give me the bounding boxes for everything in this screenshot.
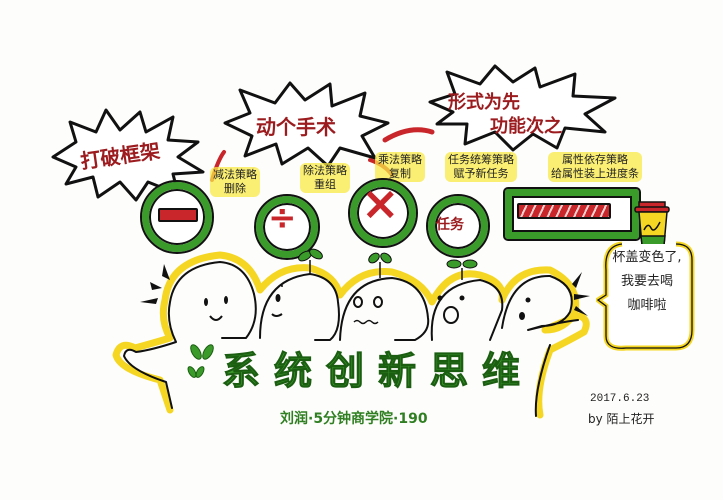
progress-bar-fill (517, 203, 611, 219)
multiply-icon: × (361, 176, 400, 230)
subtitle-credit: 刘润·5分钟商学院·190 (280, 411, 428, 427)
strategy-division-name: 除法策略 (303, 164, 347, 177)
divide-icon: ÷ (268, 198, 297, 238)
strategy-subtraction-label: 减法策略 删除 (210, 167, 260, 197)
date-text: 2017.6.23 (590, 393, 650, 405)
strategy-subtraction-name: 减法策略 (213, 168, 257, 181)
strategy-attribute-name: 属性依存策略 (562, 153, 628, 166)
strategy-subtraction-action: 删除 (224, 182, 246, 195)
minus-icon (158, 208, 198, 222)
speech-line-1: 杯盖变色了, (612, 250, 682, 265)
task-ring (426, 194, 490, 258)
author-signature: by 陌上花开 (588, 412, 655, 426)
characters-illustration (112, 248, 590, 419)
strategy-attribute-action: 给属性装上进度条 (551, 167, 639, 180)
burst-surgery (223, 81, 390, 168)
multiply-ring (348, 178, 418, 248)
strategy-multiplication-name: 乘法策略 (378, 153, 422, 166)
burst-form-first-line1: 形式为先 (448, 92, 520, 113)
speech-bubble-text: 杯盖变色了, 我要去喝 咖啡啦 (608, 246, 686, 338)
burst-break-frame (51, 108, 205, 202)
burst-surgery-text: 动个手术 (256, 115, 336, 139)
strategy-division-action: 重组 (314, 178, 336, 191)
task-icon: 任务 (436, 217, 464, 233)
strategy-division-label: 除法策略 重组 (300, 163, 350, 193)
divide-ring (254, 194, 320, 260)
strategy-attribute-label: 属性依存策略 给属性装上进度条 (548, 152, 642, 182)
strategy-task-label: 任务统筹策略 赋予新任务 (445, 152, 517, 182)
strategy-multiplication-label: 乘法策略 复制 (375, 152, 425, 182)
speech-line-2: 我要去喝 (620, 274, 673, 289)
speech-line-3: 咖啡啦 (627, 298, 667, 313)
strategy-task-action: 赋予新任务 (453, 167, 509, 180)
burst-form-first-line2: 功能次之 (490, 116, 562, 137)
main-title: 系统创新思维 (221, 349, 535, 394)
burst-form-first (428, 64, 617, 152)
strategy-multiplication-action: 复制 (389, 167, 411, 180)
strategy-task-name: 任务统筹策略 (448, 153, 514, 166)
speech-bubble-shape (596, 241, 695, 351)
